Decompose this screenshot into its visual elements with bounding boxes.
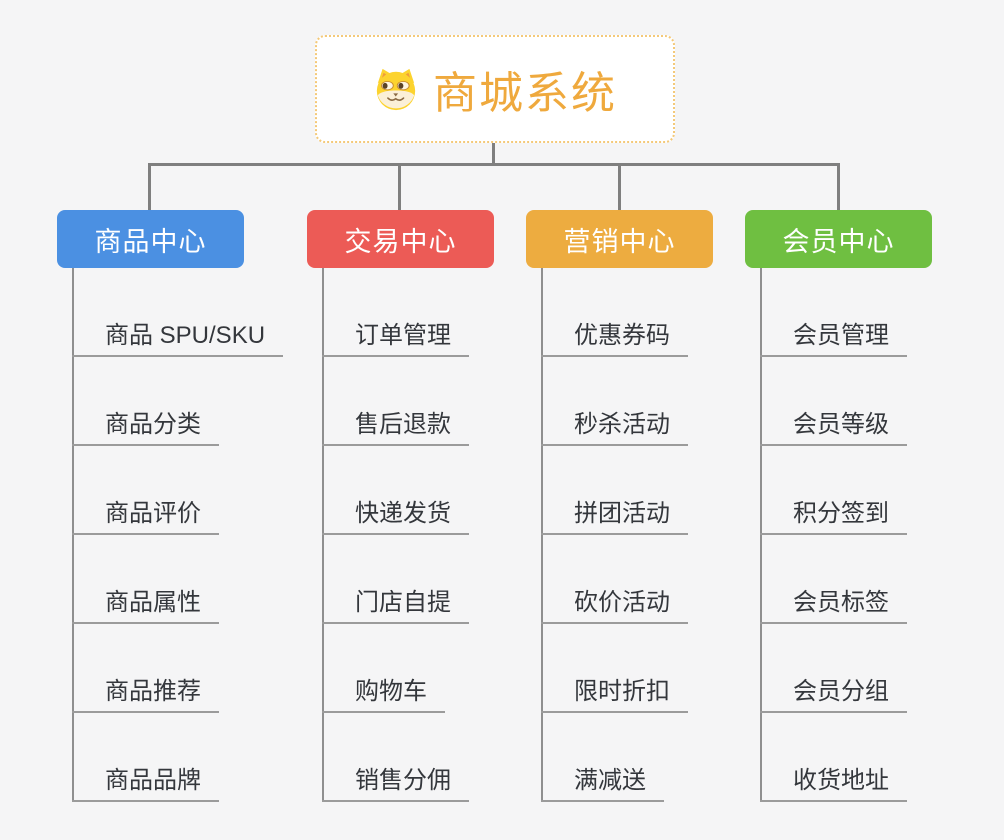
leaf-item[interactable]: 会员管理 xyxy=(760,322,907,357)
leaf-label: 积分签到 xyxy=(793,500,889,527)
branch-node-member-center[interactable]: 会员中心 xyxy=(745,210,932,268)
leaf-item[interactable]: 快递发货 xyxy=(322,500,469,535)
dog-face-icon xyxy=(376,68,416,111)
connector-drop xyxy=(398,163,401,211)
leaf-item[interactable]: 商品属性 xyxy=(72,589,219,624)
leaf-label: 会员等级 xyxy=(793,411,889,438)
leaf-label: 商品推荐 xyxy=(105,678,201,705)
connector-branch-trunk xyxy=(760,268,762,802)
leaf-label: 订单管理 xyxy=(355,322,451,349)
connector-drop xyxy=(837,163,840,211)
leaf-item[interactable]: 商品品牌 xyxy=(72,767,219,802)
leaf-item[interactable]: 商品分类 xyxy=(72,411,219,446)
leaf-item[interactable]: 拼团活动 xyxy=(541,500,688,535)
leaf-item[interactable]: 会员等级 xyxy=(760,411,907,446)
connector-branch-trunk xyxy=(72,268,74,802)
leaf-label: 拼团活动 xyxy=(574,500,670,527)
leaf-label: 门店自提 xyxy=(355,589,451,616)
connector-root-stub xyxy=(492,141,495,165)
leaf-label: 优惠券码 xyxy=(574,322,670,349)
leaf-label: 商品分类 xyxy=(105,411,201,438)
leaf-item[interactable]: 销售分佣 xyxy=(322,767,469,802)
leaf-label: 快递发货 xyxy=(355,500,451,527)
connector-top-rail xyxy=(148,163,840,166)
leaf-item[interactable]: 秒杀活动 xyxy=(541,411,688,446)
leaf-item[interactable]: 订单管理 xyxy=(322,322,469,357)
connector-branch-trunk xyxy=(541,268,543,802)
leaf-item[interactable]: 积分签到 xyxy=(760,500,907,535)
leaf-label: 购物车 xyxy=(355,678,427,705)
leaf-item[interactable]: 会员标签 xyxy=(760,589,907,624)
root-node-mall-system[interactable]: 商城系统 xyxy=(315,35,675,143)
branch-label: 营销中心 xyxy=(563,226,676,257)
leaf-item[interactable]: 会员分组 xyxy=(760,678,907,713)
branch-label: 会员中心 xyxy=(782,226,895,257)
leaf-label: 商品评价 xyxy=(105,500,201,527)
root-title: 商城系统 xyxy=(433,69,617,118)
leaf-item[interactable]: 售后退款 xyxy=(322,411,469,446)
branch-label: 交易中心 xyxy=(344,226,457,257)
leaf-item[interactable]: 限时折扣 xyxy=(541,678,688,713)
leaf-item[interactable]: 优惠券码 xyxy=(541,322,688,357)
leaf-label: 商品属性 xyxy=(105,589,201,616)
branch-node-product-center[interactable]: 商品中心 xyxy=(57,210,244,268)
leaf-item[interactable]: 满减送 xyxy=(541,767,664,802)
leaf-label: 秒杀活动 xyxy=(574,411,670,438)
leaf-item[interactable]: 商品评价 xyxy=(72,500,219,535)
leaf-label: 销售分佣 xyxy=(355,767,451,794)
leaf-label: 会员分组 xyxy=(793,678,889,705)
connector-drop xyxy=(148,163,151,211)
branch-node-marketing-center[interactable]: 营销中心 xyxy=(526,210,713,268)
leaf-label: 商品品牌 xyxy=(105,767,201,794)
leaf-label: 会员管理 xyxy=(793,322,889,349)
leaf-item[interactable]: 砍价活动 xyxy=(541,589,688,624)
leaf-item[interactable]: 收货地址 xyxy=(760,767,907,802)
leaf-label: 砍价活动 xyxy=(574,589,670,616)
leaf-label: 会员标签 xyxy=(793,589,889,616)
leaf-label: 限时折扣 xyxy=(574,678,670,705)
leaf-label: 售后退款 xyxy=(355,411,451,438)
connector-branch-trunk xyxy=(322,268,324,802)
leaf-label: 收货地址 xyxy=(793,767,889,794)
leaf-item[interactable]: 商品推荐 xyxy=(72,678,219,713)
leaf-label: 满减送 xyxy=(574,767,646,794)
connector-drop xyxy=(618,163,621,211)
leaf-label: 商品 SPU/SKU xyxy=(105,322,266,349)
leaf-item[interactable]: 商品 SPU/SKU xyxy=(72,322,284,357)
branch-label: 商品中心 xyxy=(94,226,207,257)
leaf-item[interactable]: 购物车 xyxy=(322,678,445,713)
branch-node-trade-center[interactable]: 交易中心 xyxy=(307,210,494,268)
leaf-item[interactable]: 门店自提 xyxy=(322,589,469,624)
